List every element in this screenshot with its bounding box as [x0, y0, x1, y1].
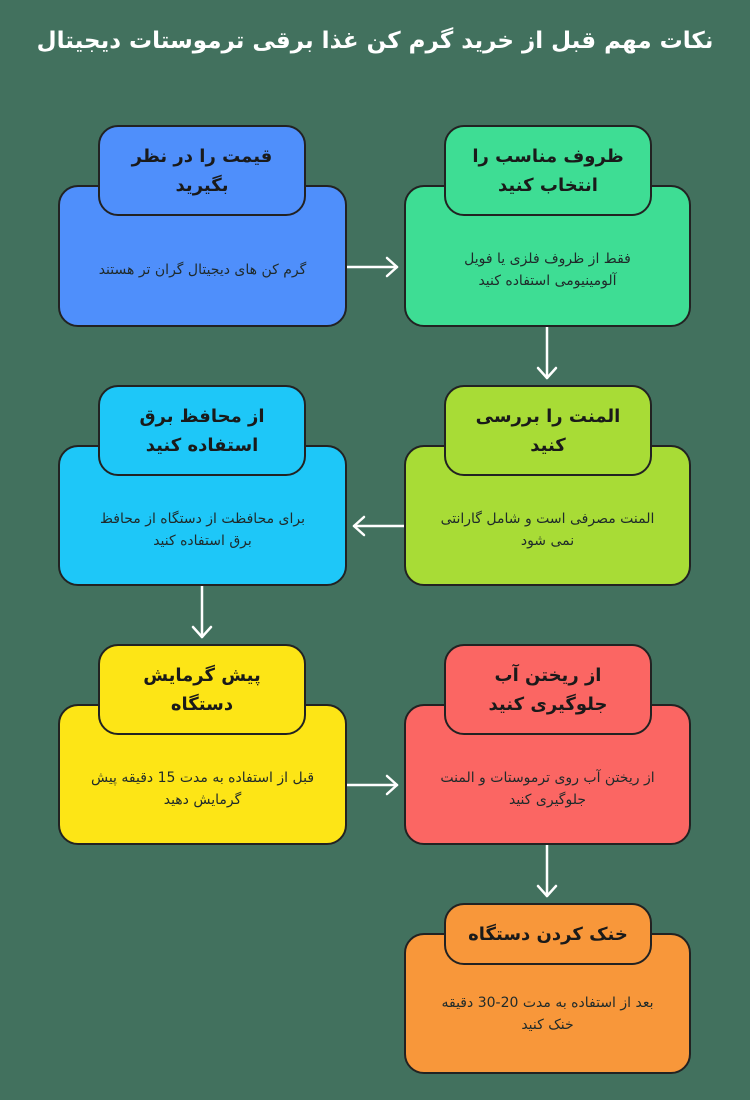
arrow-right-icon [345, 256, 399, 278]
step-heading-box: خنک کردن دستگاه [444, 903, 652, 965]
arrow-left-icon [352, 515, 406, 537]
arrow-down-icon [191, 583, 213, 639]
step-heading-box: از ریختن آب جلوگیری کنید [444, 644, 652, 735]
step-heading: المنت را بررسی کنید [475, 405, 621, 456]
step-heading: پیش گرمایش دستگاه [143, 664, 261, 715]
step-heading: خنک کردن دستگاه [468, 923, 628, 945]
page-title: نکات مهم قبل از خرید گرم کن غذا برقی ترم… [36, 28, 714, 54]
step-heading-box: پیش گرمایش دستگاه [98, 644, 306, 735]
step-heading-box: المنت را بررسی کنید [444, 385, 652, 476]
arrow-right-icon [345, 774, 399, 796]
step-heading: قیمت را در نظر بگیرید [131, 145, 273, 196]
step-description: بعد از استفاده به مدت 20-30 دقیقه خنک کن… [441, 994, 654, 1033]
arrow-down-icon [536, 843, 558, 898]
step-description: فقط از ظروف فلزی یا فویل آلومینیومی استف… [464, 251, 631, 289]
step-description: قبل از استفاده به مدت 15 دقیقه پیش گرمای… [90, 769, 315, 808]
step-heading: از ریختن آب جلوگیری کنید [488, 664, 608, 715]
arrow-down-icon [536, 325, 558, 380]
step-heading-box: از محافظ برق استفاده کنید [98, 385, 306, 476]
step-heading-box: ظروف مناسب را انتخاب کنید [444, 125, 652, 216]
step-description: گرم کن های دیجیتال گران تر هستند [98, 262, 307, 278]
step-heading: از محافظ برق استفاده کنید [139, 405, 265, 456]
step-heading: ظروف مناسب را انتخاب کنید [472, 145, 624, 196]
step-description: المنت مصرفی است و شامل گارانتی نمی شود [440, 510, 655, 549]
step-heading-box: قیمت را در نظر بگیرید [98, 125, 306, 216]
step-description: برای محافظت از دستگاه از محافظ برق استفا… [99, 510, 306, 549]
step-description: از ریختن آب روی ترموستات و المنت جلوگیری… [440, 769, 655, 808]
